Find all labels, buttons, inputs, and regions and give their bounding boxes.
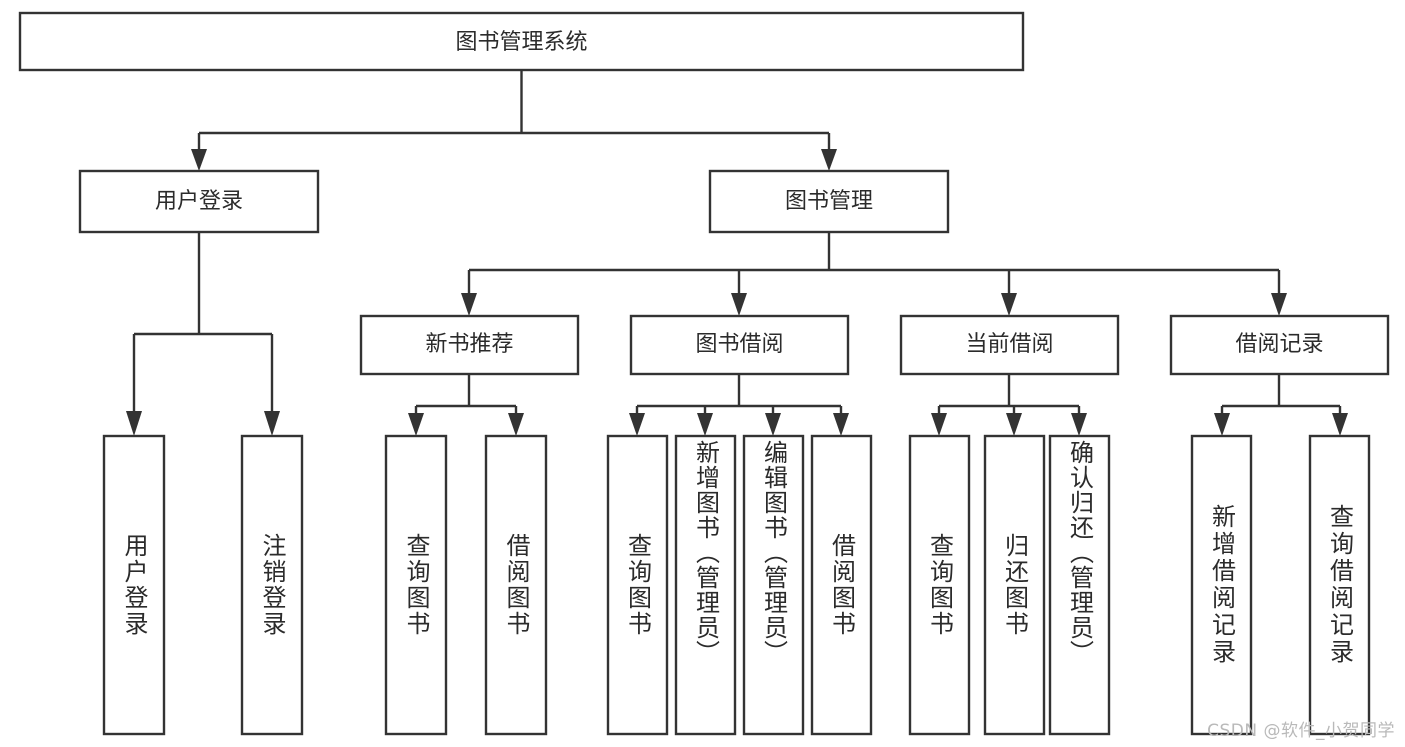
arrow-head-leaf-add-record	[1214, 413, 1230, 436]
arrow-head-leaf-borrow-book-1	[508, 413, 524, 436]
node-user-login-label: 用户登录	[155, 189, 243, 214]
node-leaf-query-book-2-box[interactable]	[606, 434, 669, 736]
arrow-head-leaf-add-book	[697, 413, 713, 436]
node-leaf-query-record-box[interactable]	[1308, 434, 1371, 736]
node-leaf-query-book-1-box[interactable]	[384, 434, 448, 736]
arrow-head-leaf-confirm-return	[1071, 413, 1087, 436]
node-current-borrow-label: 当前借阅	[965, 332, 1053, 357]
node-book-borrow-box[interactable]	[629, 314, 850, 376]
node-root-label: 图书管理系统	[455, 30, 587, 55]
csdn-watermark: CSDN @软件_小贺同学	[1207, 721, 1395, 741]
arrow-head-new-book-recommend	[461, 293, 477, 316]
edge-layer	[126, 70, 1348, 436]
node-borrow-record[interactable]: 借阅记录	[1169, 314, 1390, 376]
arrow-head-leaf-query-book-1	[408, 413, 424, 436]
arrow-head-leaf-query-record	[1332, 413, 1348, 436]
node-book-borrow[interactable]: 图书借阅	[629, 314, 850, 376]
node-leaf-user-logout-box[interactable]	[240, 434, 304, 736]
node-leaf-borrow-book-2-box[interactable]	[810, 434, 873, 736]
node-book-borrow-label: 图书借阅	[695, 332, 783, 357]
node-user-login[interactable]: 用户登录	[78, 169, 320, 234]
arrow-head-leaf-edit-book	[765, 413, 781, 436]
arrow-head-book-manage	[821, 149, 837, 171]
node-root-box[interactable]	[18, 11, 1025, 72]
arrow-head-user-login	[191, 149, 207, 171]
arrow-head-leaf-user-logout	[264, 411, 280, 436]
node-borrow-record-label: 借阅记录	[1235, 332, 1323, 357]
node-current-borrow-box[interactable]	[899, 314, 1120, 376]
arrow-head-borrow-record	[1271, 293, 1287, 316]
node-leaf-confirm-return-box[interactable]	[1048, 434, 1111, 736]
arrow-head-leaf-query-book-3	[931, 413, 947, 436]
arrow-head-leaf-user-login	[126, 411, 142, 436]
node-leaf-borrow-book-1-box[interactable]	[484, 434, 548, 736]
node-book-manage-label: 图书管理	[785, 189, 873, 214]
arrow-head-current-borrow	[1001, 293, 1017, 316]
node-new-book-recommend[interactable]: 新书推荐	[359, 314, 580, 376]
node-new-book-recommend-label: 新书推荐	[425, 332, 513, 357]
arrow-head-leaf-borrow-book-2	[833, 413, 849, 436]
node-borrow-record-box[interactable]	[1169, 314, 1390, 376]
arrow-head-book-borrow	[731, 293, 747, 316]
node-leaf-edit-book-box[interactable]	[742, 434, 805, 736]
node-leaf-user-login-box[interactable]	[102, 434, 166, 736]
node-current-borrow[interactable]: 当前借阅	[899, 314, 1120, 376]
arrow-head-leaf-return-book	[1006, 413, 1022, 436]
node-leaf-return-book-box[interactable]	[983, 434, 1046, 736]
node-user-login-box[interactable]	[78, 169, 320, 234]
node-leaf-query-book-3-box[interactable]	[908, 434, 971, 736]
node-layer: 图书管理系统 用户登录 图书管理 新书推荐 图书借阅 当前借阅 借阅记录	[18, 11, 1390, 736]
node-root[interactable]: 图书管理系统	[18, 11, 1025, 72]
node-book-manage[interactable]: 图书管理	[708, 169, 950, 234]
arrow-head-leaf-query-book-2	[629, 413, 645, 436]
node-leaf-add-book-box[interactable]	[674, 434, 737, 736]
node-book-manage-box[interactable]	[708, 169, 950, 234]
node-new-book-recommend-box[interactable]	[359, 314, 580, 376]
node-leaf-add-record-box[interactable]	[1190, 434, 1253, 736]
